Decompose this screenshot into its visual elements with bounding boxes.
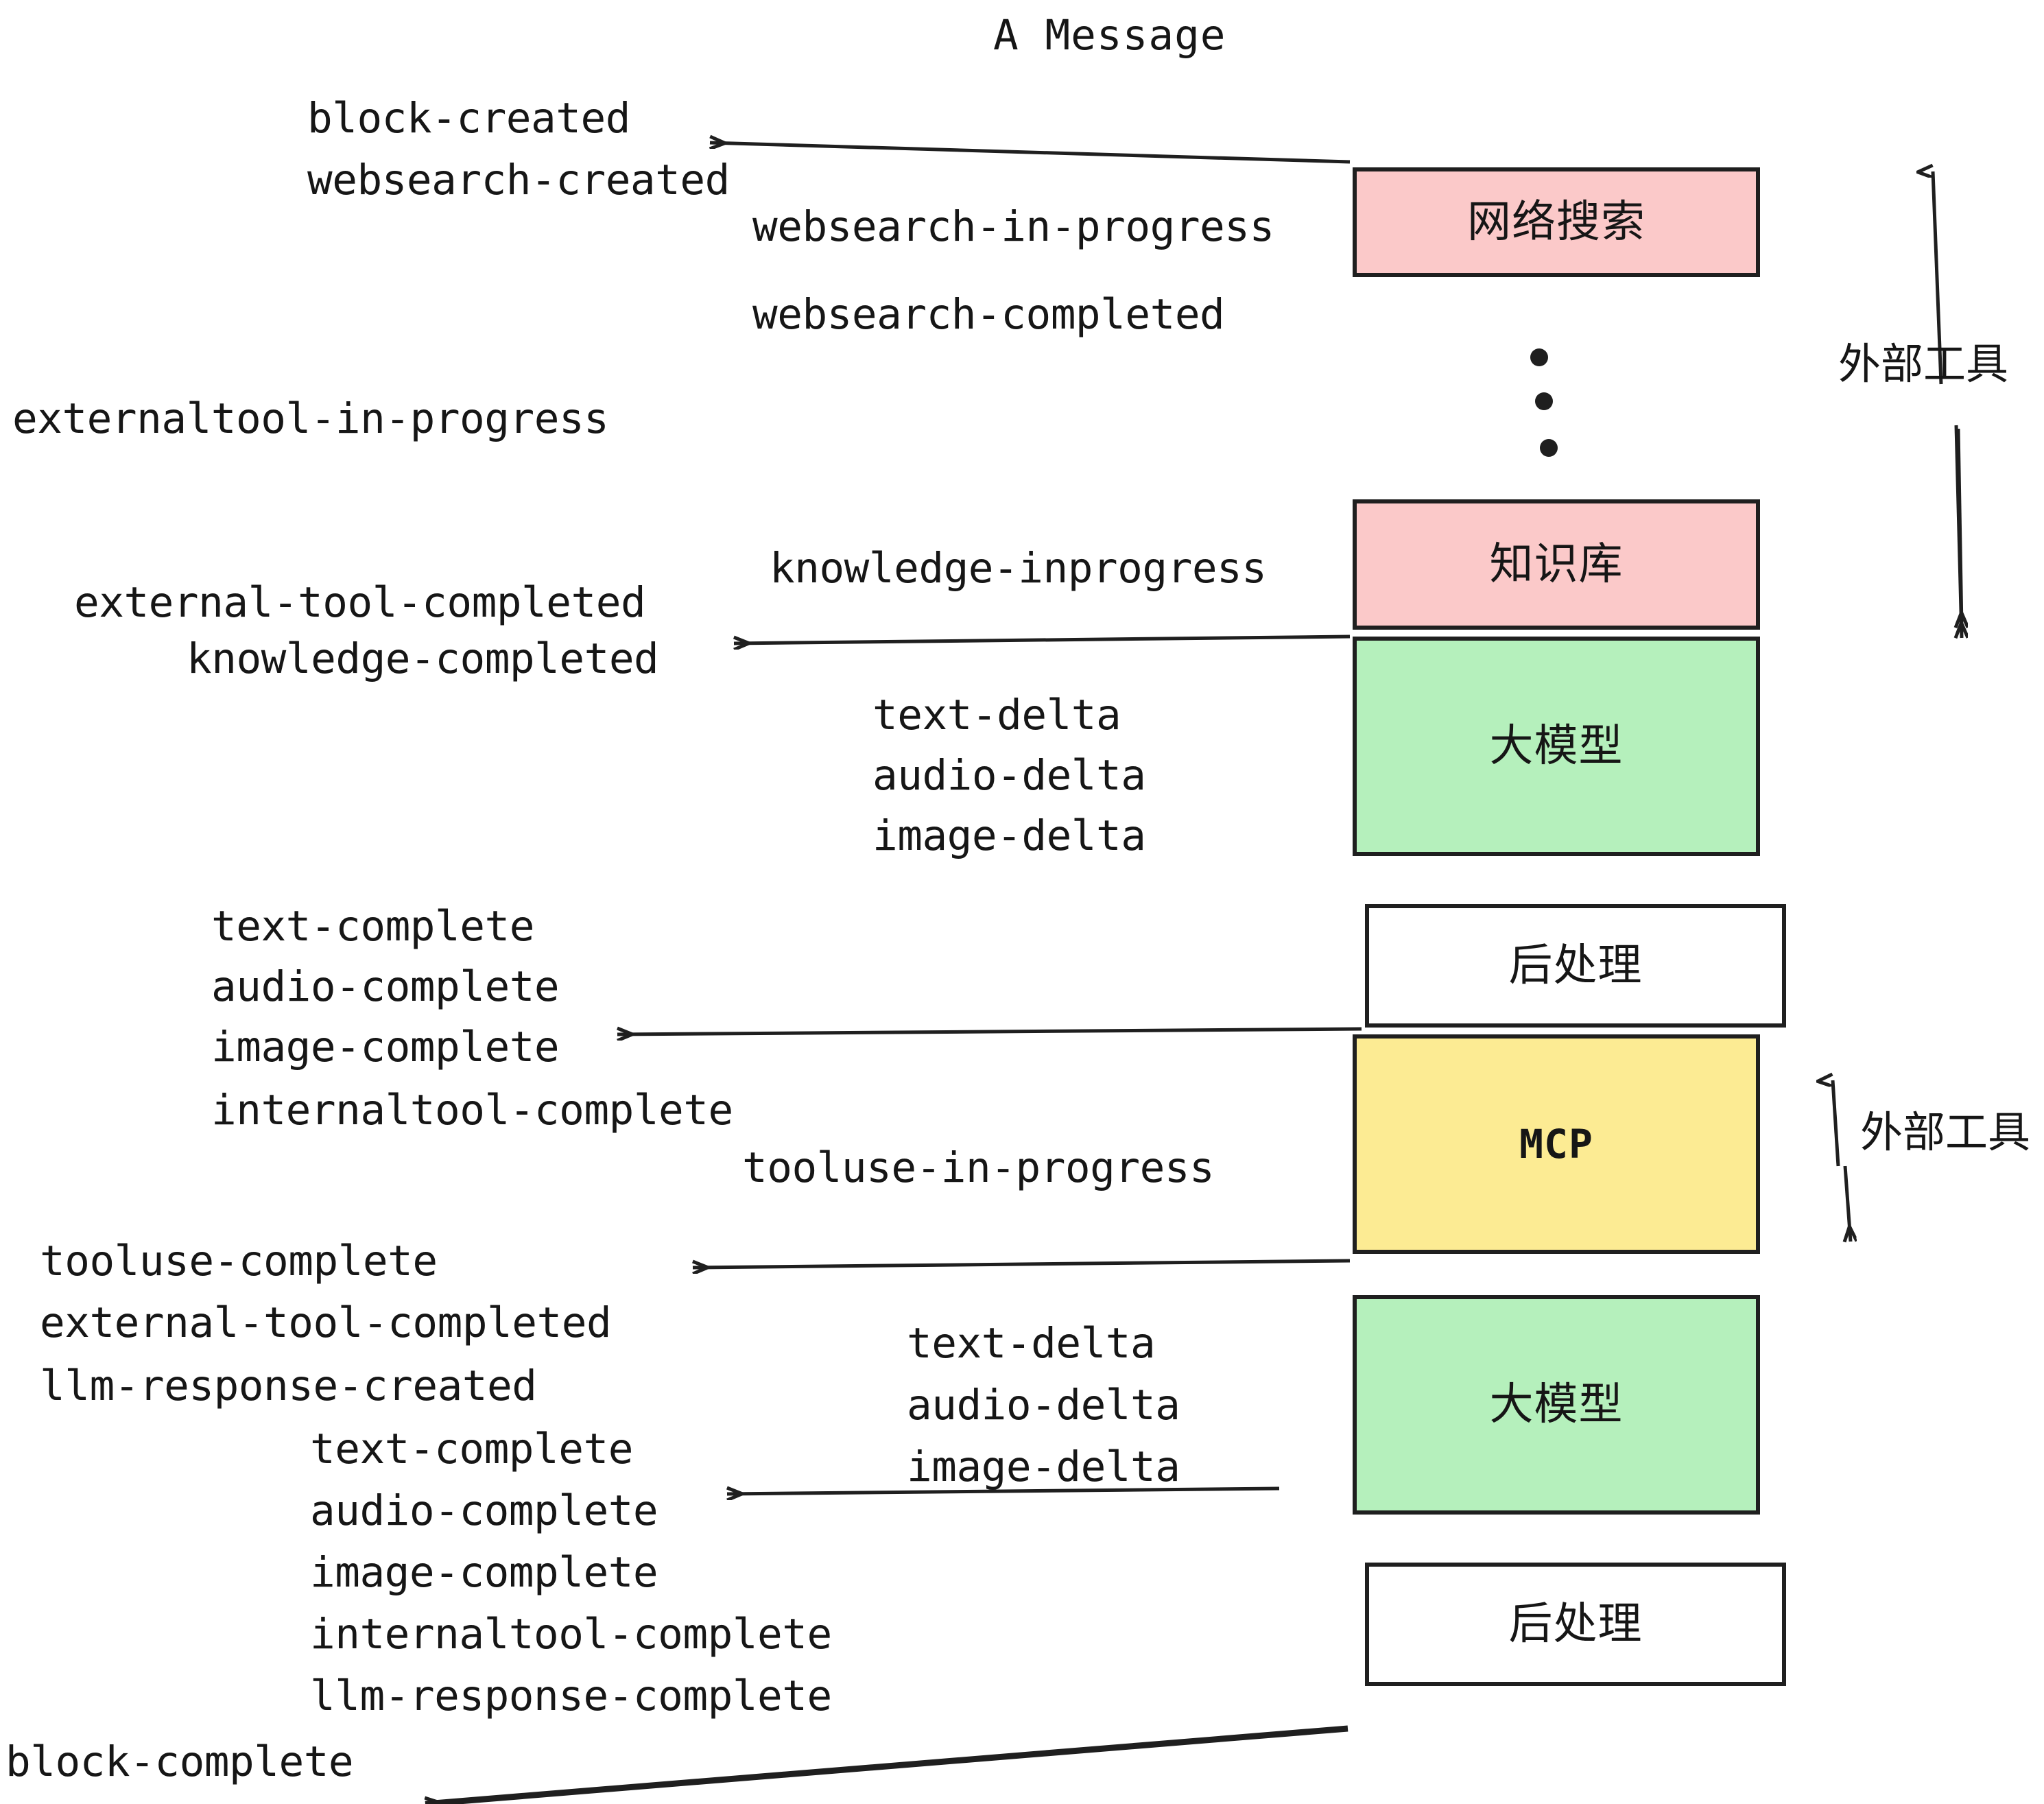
event-external-tool-completed-2: external-tool-completed <box>40 1298 612 1347</box>
event-text-complete-1: text-complete <box>211 902 534 951</box>
event-image-complete-1: image-complete <box>211 1023 560 1071</box>
event-audio-delta-2: audio-delta <box>907 1381 1180 1429</box>
event-internaltool-complete-1: internaltool-complete <box>211 1086 733 1135</box>
ellipsis-dot-1 <box>1530 348 1548 366</box>
node-websearch-label: 网络搜索 <box>1467 197 1645 248</box>
event-external-tool-completed-1: external-tool-completed <box>74 578 646 627</box>
node-postprocess-2-label: 后处理 <box>1508 1599 1643 1650</box>
event-text-delta-1: text-delta <box>872 691 1121 739</box>
event-internaltool-complete-2: internaltool-complete <box>310 1610 832 1659</box>
arrow-tooluse-complete <box>693 1259 1351 1268</box>
node-llm-2-label: 大模型 <box>1489 1379 1624 1430</box>
event-audio-complete-1: audio-complete <box>211 962 560 1011</box>
node-mcp-label: MCP <box>1519 1121 1593 1167</box>
external-tools-range-bottom <box>1833 1080 1851 1242</box>
side-label-external-tools-bottom: 外部工具 <box>1860 1107 2031 1157</box>
ellipsis-dot-2 <box>1535 392 1553 410</box>
event-audio-delta-1: audio-delta <box>872 751 1146 800</box>
node-llm-1[interactable]: 大模型 <box>1353 637 1760 856</box>
event-websearch-in-progress: websearch-in-progress <box>752 202 1274 251</box>
arrow-knowledge-completed <box>734 634 1351 643</box>
event-audio-complete-2: audio-complete <box>310 1486 658 1535</box>
node-knowledge[interactable]: 知识库 <box>1353 499 1760 630</box>
node-llm-1-label: 大模型 <box>1489 721 1624 772</box>
event-text-complete-2: text-complete <box>310 1425 633 1473</box>
node-mcp[interactable]: MCP <box>1353 1034 1760 1254</box>
diagram-title: A Message <box>993 11 1226 60</box>
arrow-block-complete <box>425 1725 1348 1804</box>
arrow-websearch-created <box>710 143 1351 164</box>
event-image-delta-2: image-delta <box>907 1443 1180 1491</box>
external-tools-range-top <box>1933 171 1962 638</box>
node-websearch[interactable]: 网络搜索 <box>1353 167 1760 277</box>
event-websearch-completed: websearch-completed <box>752 290 1225 339</box>
event-knowledge-completed: knowledge-completed <box>187 634 659 683</box>
event-knowledge-inprogress: knowledge-inprogress <box>770 544 1267 593</box>
node-llm-2[interactable]: 大模型 <box>1353 1295 1760 1515</box>
event-externaltool-in-progress: externaltool-in-progress <box>12 394 609 443</box>
event-tooluse-in-progress: tooluse-in-progress <box>742 1143 1215 1192</box>
arrow-image-complete-1 <box>617 1029 1362 1034</box>
side-label-external-tools-top: 外部工具 <box>1838 339 2009 389</box>
ellipsis-dot-3 <box>1540 439 1558 457</box>
event-tooluse-complete: tooluse-complete <box>40 1237 438 1285</box>
node-postprocess-2[interactable]: 后处理 <box>1365 1563 1786 1686</box>
node-postprocess-1[interactable]: 后处理 <box>1365 904 1786 1028</box>
event-block-created: block-created <box>307 94 630 143</box>
event-block-complete: block-complete <box>5 1737 354 1786</box>
event-websearch-created: websearch-created <box>307 156 730 204</box>
event-llm-response-complete: llm-response-complete <box>310 1672 832 1720</box>
node-postprocess-1-label: 后处理 <box>1508 940 1643 991</box>
event-image-complete-2: image-complete <box>310 1548 658 1597</box>
node-knowledge-label: 知识库 <box>1489 539 1624 590</box>
event-image-delta-1: image-delta <box>872 811 1146 860</box>
event-text-delta-2: text-delta <box>907 1319 1156 1368</box>
event-llm-response-created: llm-response-created <box>40 1362 537 1410</box>
